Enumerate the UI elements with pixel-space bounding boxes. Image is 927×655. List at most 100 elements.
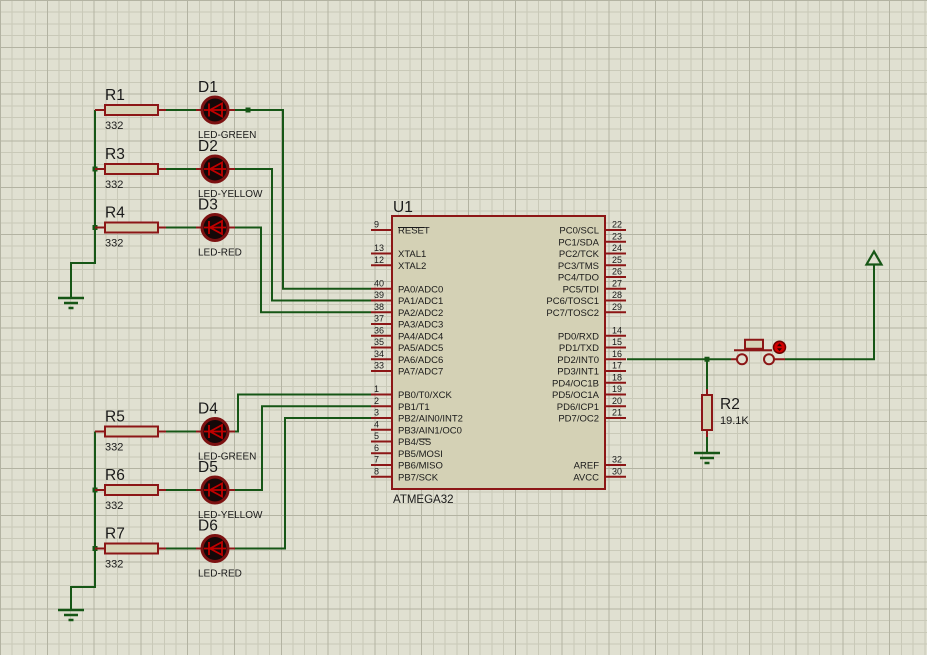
pin-number: 35 [374, 337, 384, 347]
resistor-value-label: 332 [105, 238, 123, 250]
junction-dot [704, 356, 710, 362]
pin-number: 29 [612, 302, 622, 312]
led-diode-triangle [208, 101, 223, 119]
led-ref-label: D3 [198, 197, 218, 214]
resistor-value-label: 332 [105, 120, 123, 132]
pin-number: 27 [612, 278, 622, 288]
chip-part-label: ATMEGA32 [393, 494, 454, 506]
pin-name: PD7/OC2 [558, 414, 599, 425]
pin-name: PB3/AIN1/OC0 [398, 425, 462, 436]
resistor-body [701, 394, 713, 431]
led-value-label: LED-YELLOW [198, 510, 263, 521]
wire-d4-pb0[interactable] [235, 393, 371, 433]
pin-name: AVCC [573, 472, 599, 483]
ground-symbol[interactable] [58, 296, 84, 310]
pin-name: PC1/SDA [558, 237, 599, 248]
pin-number: 6 [374, 443, 379, 453]
pin-name: PD0/RXD [558, 331, 599, 342]
resistor-r4[interactable]: R4 332 [95, 205, 166, 250]
wire-d3-pa2[interactable] [235, 226, 371, 314]
button-toggle-dot[interactable] [772, 340, 787, 354]
led-ref-label: D5 [198, 459, 218, 476]
pin-number: 20 [612, 396, 622, 406]
led-diode-triangle [208, 160, 223, 178]
resistor-ref-label: R3 [105, 146, 125, 163]
pin-number: 17 [612, 361, 622, 371]
ground-symbol[interactable] [694, 451, 720, 465]
pin-number: 30 [612, 466, 622, 476]
pin-name: XTAL2 [398, 261, 426, 272]
resistor-body [104, 104, 159, 116]
pin-name: PA4/ADC4 [398, 331, 443, 342]
wire-r1r3r4-to-ground[interactable] [70, 110, 96, 297]
pin-number: 18 [612, 372, 622, 382]
pin-number: 19 [612, 384, 622, 394]
ground-symbol[interactable] [58, 608, 84, 622]
pin-number: 32 [612, 455, 622, 465]
pin-name: PA0/ADC0 [398, 284, 443, 295]
button-terminal [736, 353, 748, 366]
pin-name: AREF [574, 461, 600, 472]
wire-d2-pa1[interactable] [235, 168, 371, 302]
pin-number: 13 [374, 243, 384, 253]
pin-name: PA3/ADC3 [398, 320, 443, 331]
pin-number: 23 [612, 231, 622, 241]
pin-name: PC3/TMS [558, 261, 599, 272]
pin-number: 33 [374, 361, 384, 371]
wire-r5r6r7-to-ground[interactable] [70, 431, 96, 610]
wire-d6-pb2[interactable] [235, 417, 371, 550]
pin-number: 7 [374, 455, 379, 465]
button-cap [744, 338, 764, 350]
pin-number: 9 [374, 220, 379, 230]
resistor-value-label: 19.1K [720, 415, 749, 427]
pin-number: 38 [374, 302, 384, 312]
button-toggle-circle [772, 340, 787, 354]
pin-name: XTAL1 [398, 249, 426, 260]
pin-name: PB6/MISO [398, 461, 443, 472]
led-ref-label: D1 [198, 79, 218, 96]
pin-name: PD1/TXD [559, 343, 599, 354]
chip-body [391, 215, 606, 490]
resistor-r1[interactable]: R1 332 [95, 87, 166, 132]
chip-atmega32[interactable]: U1ATMEGA329RESET13XTAL112XTAL240PA0/ADC0… [371, 199, 626, 506]
led-value-label: LED-RED [198, 569, 242, 580]
pin-name: PB7/SCK [398, 472, 439, 483]
pin-name: PA1/ADC1 [398, 296, 443, 307]
pin-name: PC4/TDO [558, 273, 599, 284]
resistor-ref-label: R1 [105, 87, 125, 104]
resistor-body [104, 425, 159, 438]
pin-number: 34 [374, 349, 384, 359]
junction-dot [245, 107, 251, 113]
push-button[interactable] [731, 338, 787, 366]
pin-number: 14 [612, 325, 622, 335]
pin-number: 15 [612, 337, 622, 347]
led-value-label: LED-YELLOW [198, 189, 263, 200]
pin-number: 36 [374, 325, 384, 335]
chip-ref-label: U1 [393, 199, 413, 216]
wire-button-power[interactable] [785, 265, 875, 361]
pin-name: PC7/TOSC2 [546, 308, 599, 319]
pin-name: PD6/ICP1 [557, 402, 599, 413]
wire-d1-pa0[interactable] [235, 109, 371, 290]
pin-name: PC6/TOSC1 [546, 296, 599, 307]
power-terminal[interactable] [864, 249, 884, 266]
resistor-value-label: 332 [105, 442, 123, 454]
wire-d5-pb1[interactable] [235, 405, 371, 491]
led-value-label: LED-RED [198, 248, 242, 259]
resistor-ref-label: R4 [105, 205, 125, 222]
pin-name: PB5/MOSI [398, 449, 443, 460]
pin-number: 26 [612, 267, 622, 277]
